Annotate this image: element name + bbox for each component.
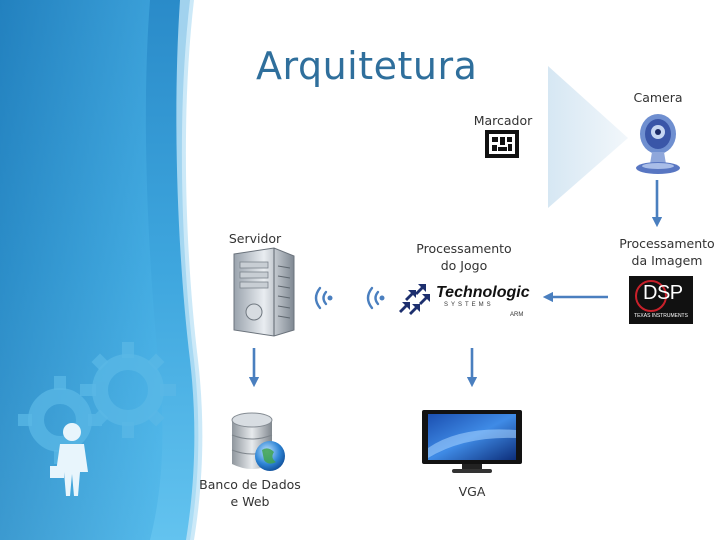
vga-label: VGA <box>458 484 486 499</box>
technologic-arrows-icon <box>399 284 430 315</box>
proc-jogo-label-line1: Processamento <box>416 241 512 256</box>
dsp-circle-icon <box>635 280 667 312</box>
dsp-logo: DSP TEXAS INSTRUMENTS <box>629 276 693 324</box>
banco-label-line2: e Web <box>230 494 270 509</box>
dsp-sub: TEXAS INSTRUMENTS <box>634 313 688 319</box>
wireless-icon <box>314 286 385 310</box>
proc-jogo-label-line2: do Jogo <box>440 258 488 273</box>
dsp-wordmark: DSP <box>643 282 683 304</box>
database-icon <box>231 412 285 471</box>
technologic-logo: Technologic SYSTEMS ARM <box>398 282 532 324</box>
person-icon <box>50 423 88 496</box>
banco-label-line1: Banco de Dados <box>199 477 301 492</box>
proc-jogo-label: Processamento do Jogo <box>408 240 520 274</box>
marker-icon <box>485 130 519 158</box>
banco-label: Banco de Dados e Web <box>196 476 304 510</box>
technologic-tag: ARM <box>510 312 524 318</box>
technologic-sub: SYSTEMS <box>444 302 494 308</box>
camera-label: Camera <box>633 90 683 105</box>
servidor-label: Servidor <box>228 231 282 246</box>
technologic-wordmark: Technologic <box>436 284 530 301</box>
proc-imagem-label-line1: Processamento <box>619 236 715 251</box>
page-title: Arquitetura <box>256 44 478 88</box>
marcador-label: Marcador <box>473 113 533 128</box>
server-icon <box>233 247 295 337</box>
proc-imagem-label: Processamento da Imagem <box>612 235 720 269</box>
proc-imagem-label-line2: da Imagem <box>631 253 703 268</box>
webcam-icon <box>636 114 680 174</box>
monitor-icon <box>422 410 522 473</box>
